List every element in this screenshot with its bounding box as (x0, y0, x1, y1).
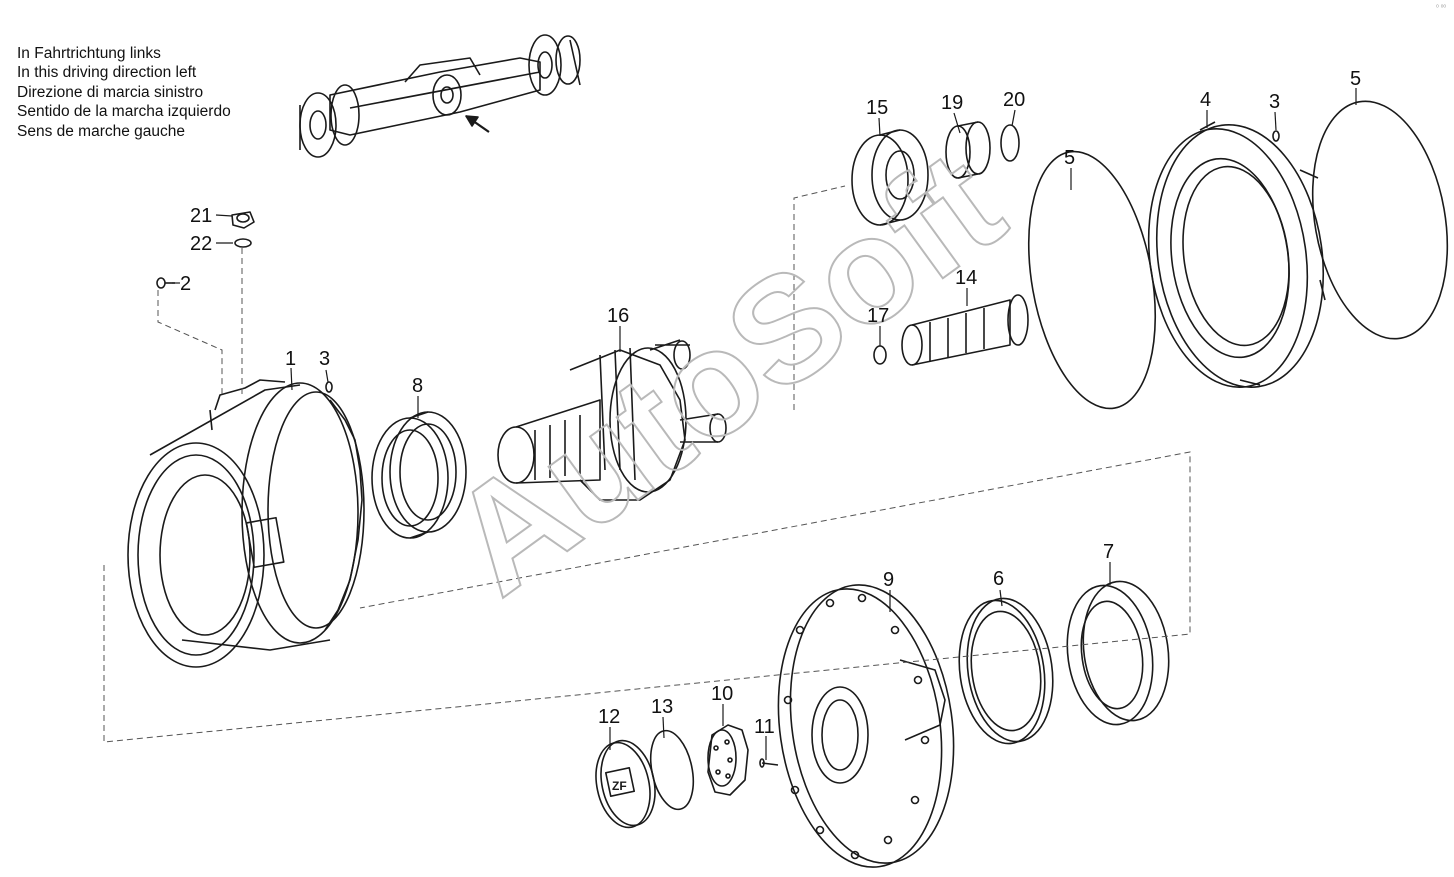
callout-9: 9 (883, 569, 894, 591)
callout-13: 13 (651, 696, 673, 718)
callout-1: 1 (285, 348, 296, 370)
callout-22: 22 (190, 233, 212, 255)
callout-5-inner: 5 (1064, 147, 1075, 169)
part-3-pin-ring (1272, 130, 1280, 142)
callout-21: 21 (190, 205, 212, 227)
callout-11: 11 (754, 716, 775, 738)
callout-10: 10 (711, 683, 733, 705)
part-9-wheel-hub (777, 584, 955, 868)
zf-logo: ZF (612, 779, 627, 793)
part-5-o-ring-inner (1027, 150, 1157, 410)
part-13-o-ring (649, 729, 695, 811)
watermark: AutoSoft (420, 118, 1031, 626)
part-10-slotted-nut (707, 724, 749, 796)
callout-3-housing: 3 (319, 348, 330, 370)
callout-14: 14 (955, 267, 977, 289)
part-8-bearing (371, 411, 467, 539)
direction-note-en: In this driving direction left (17, 64, 197, 82)
direction-note-it: Direzione di marcia sinistro (17, 83, 204, 101)
callout-labels: 1 2 3 3 4 5 5 6 7 8 9 10 11 12 13 14 15 … (180, 68, 1361, 738)
assembly-guide-lines (103, 185, 1191, 743)
direction-note-fr: Sens de marche gauche (17, 122, 186, 140)
callout-8: 8 (412, 375, 423, 397)
callout-19: 19 (941, 92, 963, 114)
callout-17: 17 (867, 305, 889, 327)
callout-2: 2 (180, 273, 191, 295)
part-14-planet-shaft (901, 294, 1029, 366)
callout-7: 7 (1103, 541, 1114, 563)
callout-5-outer: 5 (1350, 68, 1361, 90)
callout-leaders (172, 88, 1357, 760)
axle-overview-image (299, 34, 581, 158)
part-21-nut (231, 211, 255, 229)
callout-4: 4 (1200, 89, 1211, 111)
direction-note-de: In Fahrtrichtung links (17, 45, 161, 62)
callout-20: 20 (1003, 89, 1025, 111)
callout-12: 12 (598, 706, 620, 728)
part-4-ring-gear (1147, 121, 1326, 389)
part-6-shaft-seal (958, 597, 1054, 745)
part-1-housing (127, 379, 365, 668)
part-16-planet-carrier (497, 339, 727, 501)
part-20-snap-ring (1000, 124, 1020, 162)
part-3-pin (325, 381, 333, 393)
part-7-tapered-bearing (1066, 580, 1170, 726)
callout-15: 15 (866, 97, 888, 119)
callout-3-ring: 3 (1269, 91, 1280, 113)
direction-note-es: Sentido de la marcha izquierdo (17, 103, 231, 121)
part-5-o-ring-outer (1311, 100, 1449, 340)
driving-direction-note: In Fahrtrichtung links In this driving d… (17, 44, 231, 141)
part-15-planet-gear (851, 129, 929, 226)
corner-mark: ᵒ ᵒᵒ (1436, 4, 1446, 11)
callout-6: 6 (993, 568, 1004, 590)
callout-16: 16 (607, 305, 629, 327)
part-22-washer (234, 238, 252, 248)
part-11-locking-pin (759, 758, 779, 768)
